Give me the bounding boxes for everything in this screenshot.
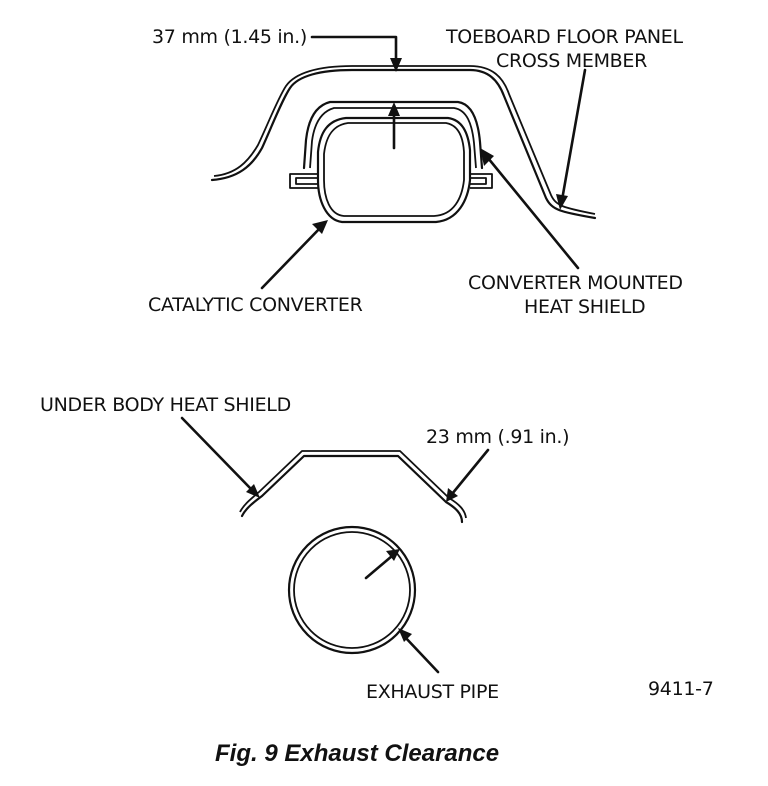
- lower-view: UNDER BODY HEAT SHIELD 23 mm (.91 in.) E…: [40, 394, 570, 703]
- underbody-heat-shield-inner: [239, 450, 467, 519]
- upper-view: 37 mm (1.45 in.) TOEBOARD FLOOR PANEL CR…: [148, 26, 684, 318]
- converter-arrowhead: [312, 220, 328, 234]
- underbody-leader: [180, 416, 254, 492]
- clearance-23mm-pipe-arrow: [364, 554, 394, 580]
- toeboard-label-line1: TOEBOARD FLOOR PANEL: [445, 26, 684, 48]
- clearance-37mm-arrowhead: [390, 58, 402, 72]
- clearance-23mm-arrowhead: [446, 488, 458, 502]
- underbody-arrowhead: [246, 484, 260, 498]
- exhaust-pipe-inner: [293, 531, 411, 649]
- right-flange: [470, 173, 493, 189]
- exhaust-pipe-outer: [287, 525, 417, 655]
- toeboard-cross-member-inner: [213, 65, 596, 215]
- converter-label: CATALYTIC CONVERTER: [148, 294, 363, 316]
- converter-leader: [260, 224, 324, 290]
- heat-shield-arrowhead: [480, 148, 494, 166]
- clearance-37mm-arrowhead-up: [388, 102, 400, 116]
- clearance-37mm-leader: [310, 35, 398, 68]
- underbody-heat-shield: [240, 454, 464, 524]
- exhaust-pipe-arrowhead: [398, 628, 412, 642]
- exhaust-pipe-leader: [402, 634, 440, 674]
- underbody-label: UNDER BODY HEAT SHIELD: [40, 394, 291, 416]
- toeboard-cross-member: [210, 68, 597, 220]
- toeboard-leader: [560, 68, 587, 202]
- drawing-code: 9411-7: [648, 678, 714, 700]
- figure-caption: Fig. 9 Exhaust Clearance: [215, 740, 499, 767]
- heat-shield-leader: [486, 156, 580, 270]
- clearance-23mm-label: 23 mm (.91 in.): [426, 426, 569, 448]
- catalytic-converter-inner: [323, 122, 465, 217]
- heat-shield-label-line2: HEAT SHIELD: [524, 296, 645, 318]
- exhaust-pipe-label: EXHAUST PIPE: [366, 681, 499, 703]
- heat-shield-label-line1: CONVERTER MOUNTED: [468, 272, 683, 294]
- clearance-23mm-pipe-arrowhead: [386, 549, 400, 561]
- clearance-23mm-leader: [450, 448, 490, 496]
- left-flange: [289, 173, 318, 189]
- catalytic-converter-body: [316, 116, 472, 224]
- toeboard-arrowhead: [556, 194, 568, 210]
- clearance-37mm-label: 37 mm (1.45 in.): [152, 26, 307, 48]
- toeboard-label-line2: CROSS MEMBER: [496, 50, 647, 72]
